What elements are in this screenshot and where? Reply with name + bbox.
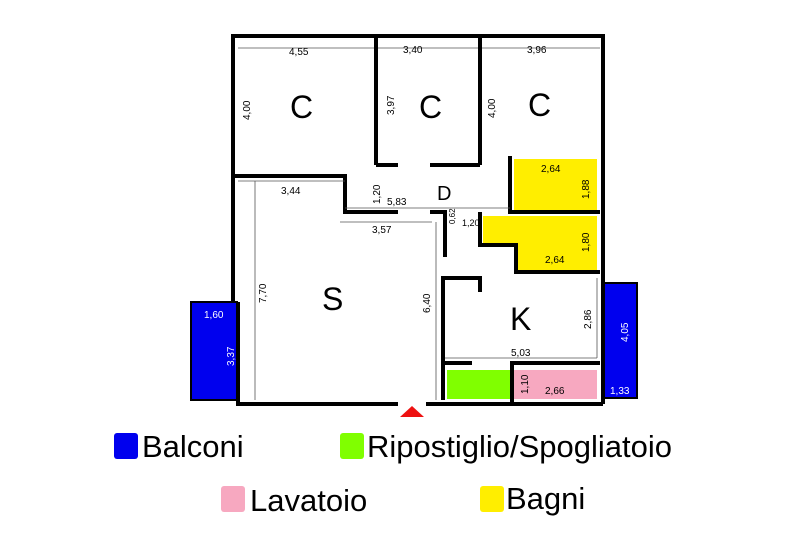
dim-balcony-right-width: 1,33 (610, 386, 630, 397)
dim-c3-width: 3,96 (527, 45, 547, 56)
dim-c2-width: 3,40 (403, 45, 423, 56)
dim-hall-height: 1,20 (372, 184, 383, 204)
bathroom-1 (514, 159, 597, 212)
room-label-c3: C (528, 87, 551, 123)
dim-balcony-right-height: 4,05 (620, 322, 631, 342)
storage-room (447, 370, 510, 399)
entrance-marker (400, 406, 424, 417)
dim-bath2-height: 1,80 (581, 232, 592, 252)
dimension-lines (238, 47, 600, 400)
dim-s-width-top: 3,44 (281, 186, 301, 197)
dim-s-height: 7,70 (258, 283, 269, 303)
dim-laundry-height: 1,10 (520, 374, 531, 394)
dim-c3-height: 4,00 (487, 98, 498, 118)
balcony-right (603, 282, 638, 399)
legend-swatch-lavatoio (221, 486, 245, 512)
room-label-s: S (322, 281, 343, 317)
legend-label-ripostiglio: Ripostiglio/Spogliatoio (367, 429, 673, 464)
dim-k-width: 5,03 (511, 348, 531, 359)
dim-small-width: 1,20 (462, 218, 480, 228)
walls (231, 34, 605, 406)
dim-c1-height: 4,00 (242, 100, 253, 120)
dim-laundry-width: 2,66 (545, 386, 565, 397)
legend-swatch-bagni (480, 486, 504, 512)
laundry-room (514, 370, 597, 399)
dim-balcony-left-height: 3,37 (226, 346, 237, 366)
legend-swatch-ripostiglio (340, 433, 364, 459)
dim-balcony-left-width: 1,60 (204, 310, 224, 321)
room-label-c1: C (290, 89, 313, 125)
legend-label-bagni: Bagni (506, 481, 586, 516)
dim-c1-width: 4,55 (289, 47, 309, 58)
dim-bath1-width: 2,64 (541, 164, 561, 175)
dim-bath1-height: 1,88 (581, 179, 592, 199)
legend-label-balconi: Balconi (142, 429, 244, 464)
dim-k-height: 2,86 (583, 309, 594, 329)
room-label-d: D (437, 183, 451, 205)
dim-small-height: 0,62 (448, 208, 457, 224)
room-label-c2: C (419, 89, 442, 125)
legend-label-lavatoio: Lavatoio (250, 483, 368, 518)
bathroom-2 (483, 216, 597, 270)
dim-bath2-width: 2,64 (545, 255, 565, 266)
dim-s-width-mid: 3,57 (372, 225, 392, 236)
balcony-left (190, 301, 238, 401)
room-label-k: K (510, 301, 531, 337)
dim-hall-width: 5,83 (387, 197, 407, 208)
legend-swatch-balconi (114, 433, 138, 459)
dim-s-height-2: 6,40 (422, 293, 433, 313)
dim-c2-height: 3,97 (386, 95, 397, 115)
